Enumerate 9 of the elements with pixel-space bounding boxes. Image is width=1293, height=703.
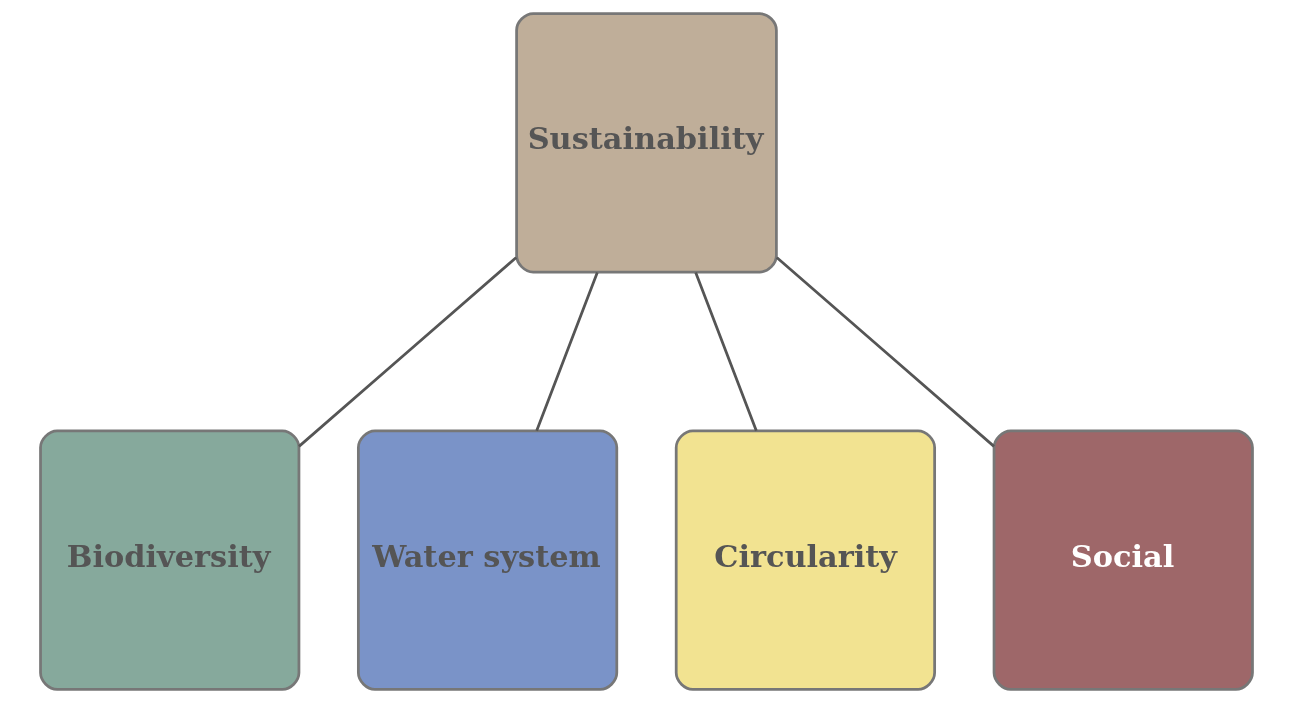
node-box: Sustainability [515, 12, 778, 274]
connector [775, 256, 995, 448]
node-box: Social [992, 429, 1254, 691]
node-box: Biodiversity [39, 429, 301, 691]
connector [535, 272, 599, 432]
node-box: Circularity [674, 429, 936, 691]
connector [694, 272, 758, 432]
connector [298, 256, 518, 448]
node-box: Water system [357, 429, 619, 691]
